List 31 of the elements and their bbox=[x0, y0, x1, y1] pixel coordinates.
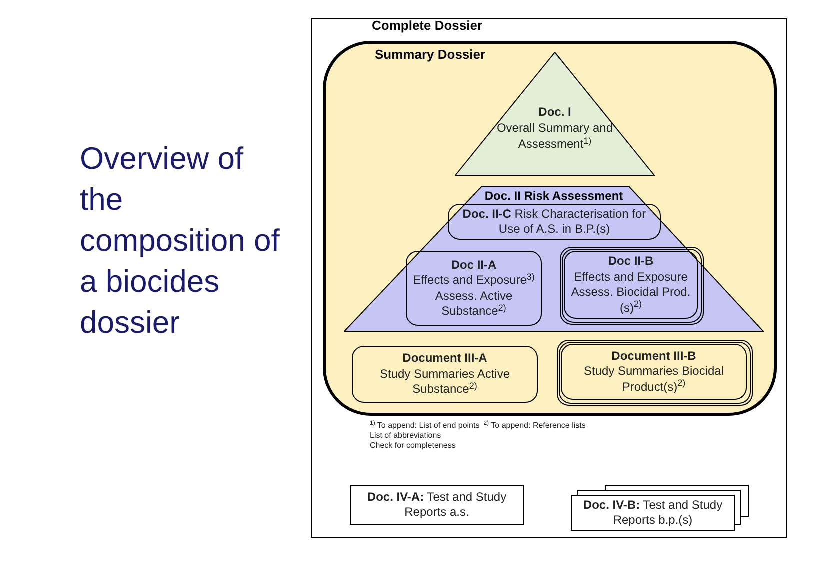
stacked-document-box bbox=[557, 340, 753, 406]
stacked-document-box bbox=[560, 247, 704, 325]
document-title: Doc II-B bbox=[608, 254, 654, 270]
summary-dossier-panel bbox=[323, 41, 777, 416]
document-title: Doc II-A bbox=[451, 258, 497, 273]
section-heading: Doc. II Risk Assessment bbox=[484, 188, 624, 205]
frame-heading: Complete Dossier bbox=[372, 17, 483, 35]
document-description: Study Summaries Biocidal Product(s)$^{2)}$ bbox=[582, 364, 726, 396]
document-title: Document III-A bbox=[402, 351, 488, 367]
document-title: Document III-B bbox=[612, 348, 696, 364]
document-box bbox=[406, 251, 542, 326]
stacked-document-box bbox=[571, 485, 749, 531]
document-box bbox=[448, 204, 661, 240]
trapezoid-shape bbox=[344, 186, 764, 332]
diagram-title: Overview of the composition of a biocides dossier bbox=[80, 140, 280, 342]
footnote: $^{2)}$ To append: Reference lists bbox=[484, 421, 586, 431]
dossier-frame bbox=[311, 18, 787, 538]
document-description: Doc. IV-A: Test and Study Reports a.s. bbox=[366, 490, 508, 520]
document-title: Doc. I bbox=[538, 104, 572, 120]
document-description: Doc. II-C Risk Characterisation for Use of A.S. in B.P.(s) bbox=[462, 206, 648, 238]
document-description: Overall Summary and Assessment$^{1)}$ bbox=[496, 120, 614, 152]
document-box bbox=[350, 485, 524, 525]
footnote: List of abbreviations bbox=[370, 431, 442, 441]
panel-heading: Summary Dossier bbox=[375, 46, 486, 64]
document-box bbox=[352, 346, 538, 403]
document-description: Study Summaries Active Substance$^{2)}$ bbox=[378, 366, 512, 398]
document-description: Effects and Exposure$^{3)}$ Assess. Active Substance$^{2)}$ bbox=[412, 273, 536, 320]
footnote: Check for completeness bbox=[370, 441, 457, 451]
document-description: Doc. IV-B: Test and Study Reports b.p.(s) bbox=[582, 498, 724, 528]
document-description: Effects and Exposure Assess. Biocidal Prod.(s)$^{2)}$ bbox=[570, 270, 692, 316]
footnote: $^{1)}$ To append: List of end points bbox=[370, 421, 480, 431]
